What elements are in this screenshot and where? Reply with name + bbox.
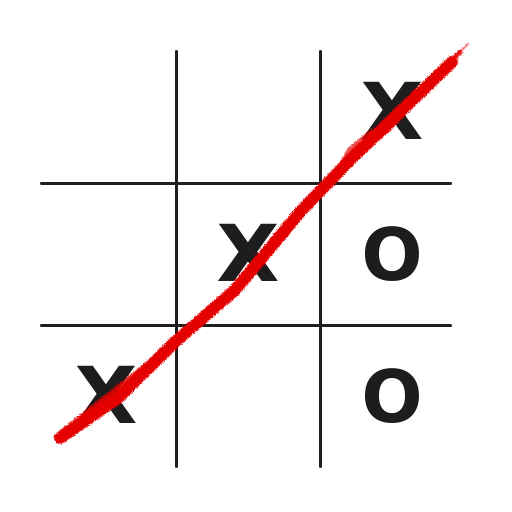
cell-r2-c1[interactable] (178, 328, 318, 466)
cell-r1-c1[interactable]: X (216, 210, 280, 300)
cell-r0-c0[interactable] (36, 44, 176, 182)
cell-r2-c0[interactable]: X (74, 352, 138, 442)
grid-line-horizontal-1 (40, 182, 452, 185)
cell-r2-c2[interactable]: O (361, 355, 423, 439)
cell-r1-c2[interactable]: O (361, 213, 423, 297)
cell-r0-c1[interactable] (178, 44, 318, 182)
cell-r0-c2[interactable]: X (360, 68, 424, 158)
cell-r1-c0[interactable] (36, 186, 176, 324)
grid-line-horizontal-2 (40, 324, 452, 327)
